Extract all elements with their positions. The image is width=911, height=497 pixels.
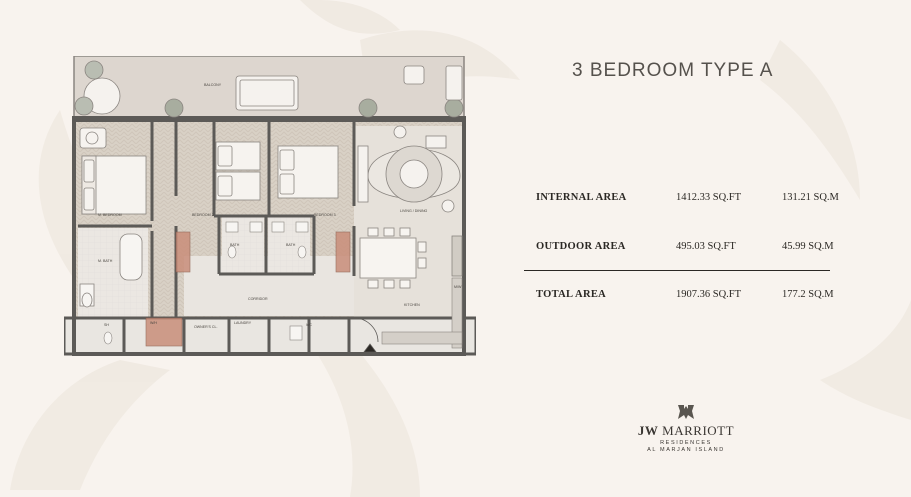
- area-row-outdoor: OUTDOOR AREA 495.03 SQ.FT 45.99 SQ.M: [536, 241, 856, 261]
- room-label-bath1: BATH: [230, 243, 240, 247]
- area-label: INTERNAL AREA: [536, 192, 627, 203]
- area-label: TOTAL AREA: [536, 289, 607, 300]
- room-label-wh: W/H: [150, 321, 157, 325]
- logo-wordmark: JW MARRIOTT: [636, 423, 736, 439]
- area-sqft: 1412.33 SQ.FT: [676, 192, 742, 203]
- room-label-bedroom3: BEDROOM 3: [314, 213, 336, 217]
- page-title: 3 BEDROOM TYPE A: [572, 60, 774, 81]
- room-label-owners-closet: OWNER'S CL.: [194, 325, 217, 329]
- brand-logo: JW MARRIOTT RESIDENCES AL MARJAN ISLAND: [636, 403, 736, 453]
- room-label-bedroom2: BEDROOM 2: [192, 213, 214, 217]
- area-row-internal: INTERNAL AREA 1412.33 SQ.FT 131.21 SQ.M: [536, 192, 856, 212]
- area-sqft: 495.03 SQ.FT: [676, 241, 736, 252]
- area-sqft: 1907.36 SQ.FT: [676, 289, 742, 300]
- area-sqm: 131.21 SQ.M: [782, 192, 839, 203]
- total-divider: [524, 270, 830, 271]
- area-sqm: 45.99 SQ.M: [782, 241, 834, 252]
- room-label-laundry: LAUNDRY: [234, 321, 252, 325]
- area-sqm: 177.2 SQ.M: [782, 289, 834, 300]
- room-label-corridor: CORRIDOR: [248, 297, 268, 301]
- logo-brand-rest: MARRIOTT: [662, 423, 735, 438]
- logo-location: AL MARJAN ISLAND: [647, 447, 725, 453]
- marriott-mark-icon: [678, 405, 694, 419]
- entry-door: [353, 317, 379, 353]
- floor-plan: BALCONY M. BEDROOM BEDROOM 2 BEDROOM 3 L…: [64, 56, 476, 356]
- area-row-total: TOTAL AREA 1907.36 SQ.FT 177.2 SQ.M: [536, 289, 856, 309]
- room-label-balcony: BALCONY: [204, 83, 222, 87]
- room-label-bath2: BATH: [286, 243, 296, 247]
- room-label-kitchen: KITCHEN: [404, 303, 420, 307]
- room-label-sh: SH: [104, 323, 109, 327]
- room-label-living: LIVING / DINING: [400, 209, 428, 213]
- logo-brand-bold: JW: [637, 423, 659, 438]
- room-label-master-bedroom: M. BEDROOM: [98, 213, 122, 217]
- area-label: OUTDOOR AREA: [536, 241, 626, 252]
- room-label-master-bath: M. BATH: [98, 259, 113, 263]
- logo-residences: RESIDENCES: [660, 440, 712, 446]
- room-label-mw: M/W: [454, 285, 462, 289]
- room-label-wc: WC: [306, 323, 312, 327]
